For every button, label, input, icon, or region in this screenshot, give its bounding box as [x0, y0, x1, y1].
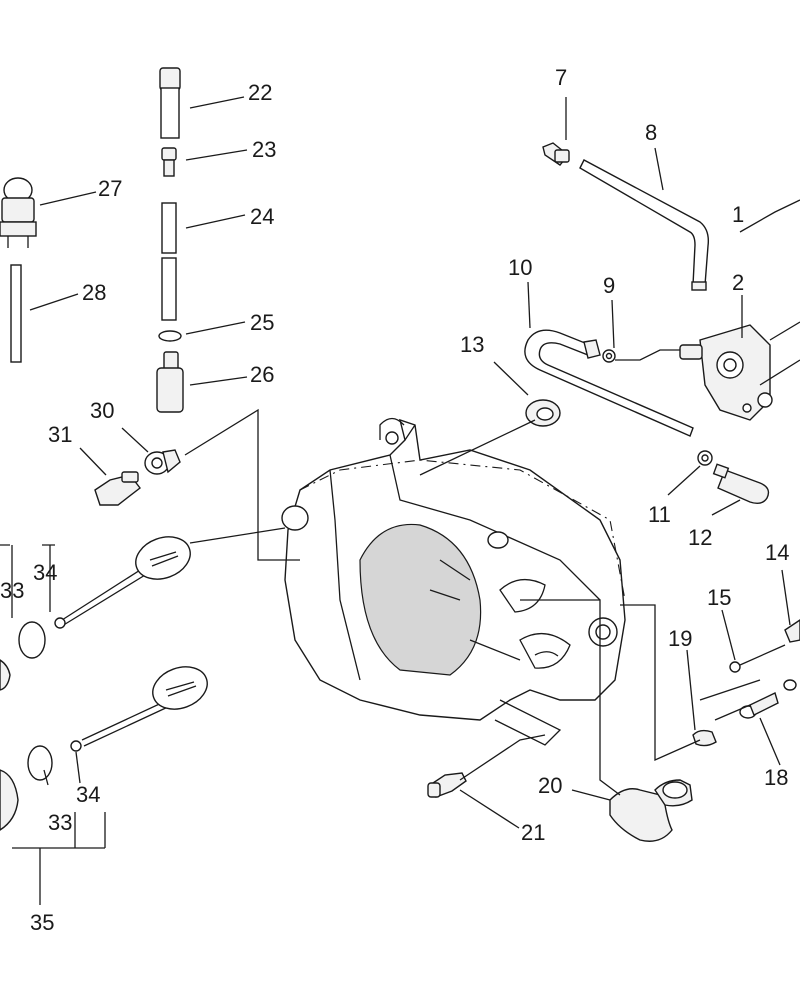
callout-35: 35	[30, 910, 54, 935]
tank-cap-part	[0, 536, 208, 831]
callout-7: 7	[555, 65, 567, 90]
callout-34-lower: 34	[76, 782, 100, 807]
callout-leaders	[0, 96, 800, 905]
callout-14: 14	[765, 540, 789, 565]
callout-34-upper: 34	[33, 560, 57, 585]
callout-10: 10	[508, 255, 532, 280]
callout-33-lower: 33	[48, 810, 72, 835]
return-hose-part	[524, 329, 694, 437]
callout-11: 11	[648, 502, 671, 527]
elbow-fitting-part	[609, 779, 693, 842]
callout-21: 21	[521, 820, 545, 845]
check-valve-part	[692, 619, 800, 747]
callout-24: 24	[250, 204, 274, 229]
fuel-pickup-tube-part	[156, 67, 184, 413]
callout-28: 28	[82, 280, 106, 305]
callout-18: 18	[764, 765, 788, 790]
callout-20: 20	[538, 773, 562, 798]
callout-9: 9	[603, 273, 615, 298]
callout-8: 8	[645, 120, 657, 145]
callout-26: 26	[250, 362, 274, 387]
callout-1: 1	[732, 202, 744, 227]
crankcase-housing-part	[281, 417, 626, 746]
callout-31: 31	[48, 422, 72, 447]
callout-13: 13	[460, 332, 484, 357]
callout-23: 23	[252, 137, 276, 162]
callout-22: 22	[248, 80, 272, 105]
tank-vent-part	[94, 449, 181, 506]
callout-2: 2	[732, 270, 744, 295]
fuel-filter-part	[712, 463, 770, 505]
callout-12: 12	[688, 525, 712, 550]
grommet-part	[525, 399, 561, 427]
oil-pump-part	[679, 324, 773, 421]
callout-27: 27	[98, 176, 122, 201]
callout-33-upper: 33	[0, 578, 24, 603]
nipple-fitting-part	[427, 772, 467, 798]
callout-25: 25	[250, 310, 274, 335]
assembly-leader-lines	[184, 321, 800, 796]
callout-19: 19	[668, 626, 692, 651]
primer-bulb-part	[0, 177, 37, 363]
callout-30: 30	[90, 398, 114, 423]
callout-15: 15	[707, 585, 731, 610]
callout-labels: 7 8 1 2 9 10 13 11 12 14 15 19 18 20 21 …	[0, 65, 789, 935]
fuel-line-part	[579, 159, 710, 291]
hose-fitting-part	[542, 142, 570, 166]
